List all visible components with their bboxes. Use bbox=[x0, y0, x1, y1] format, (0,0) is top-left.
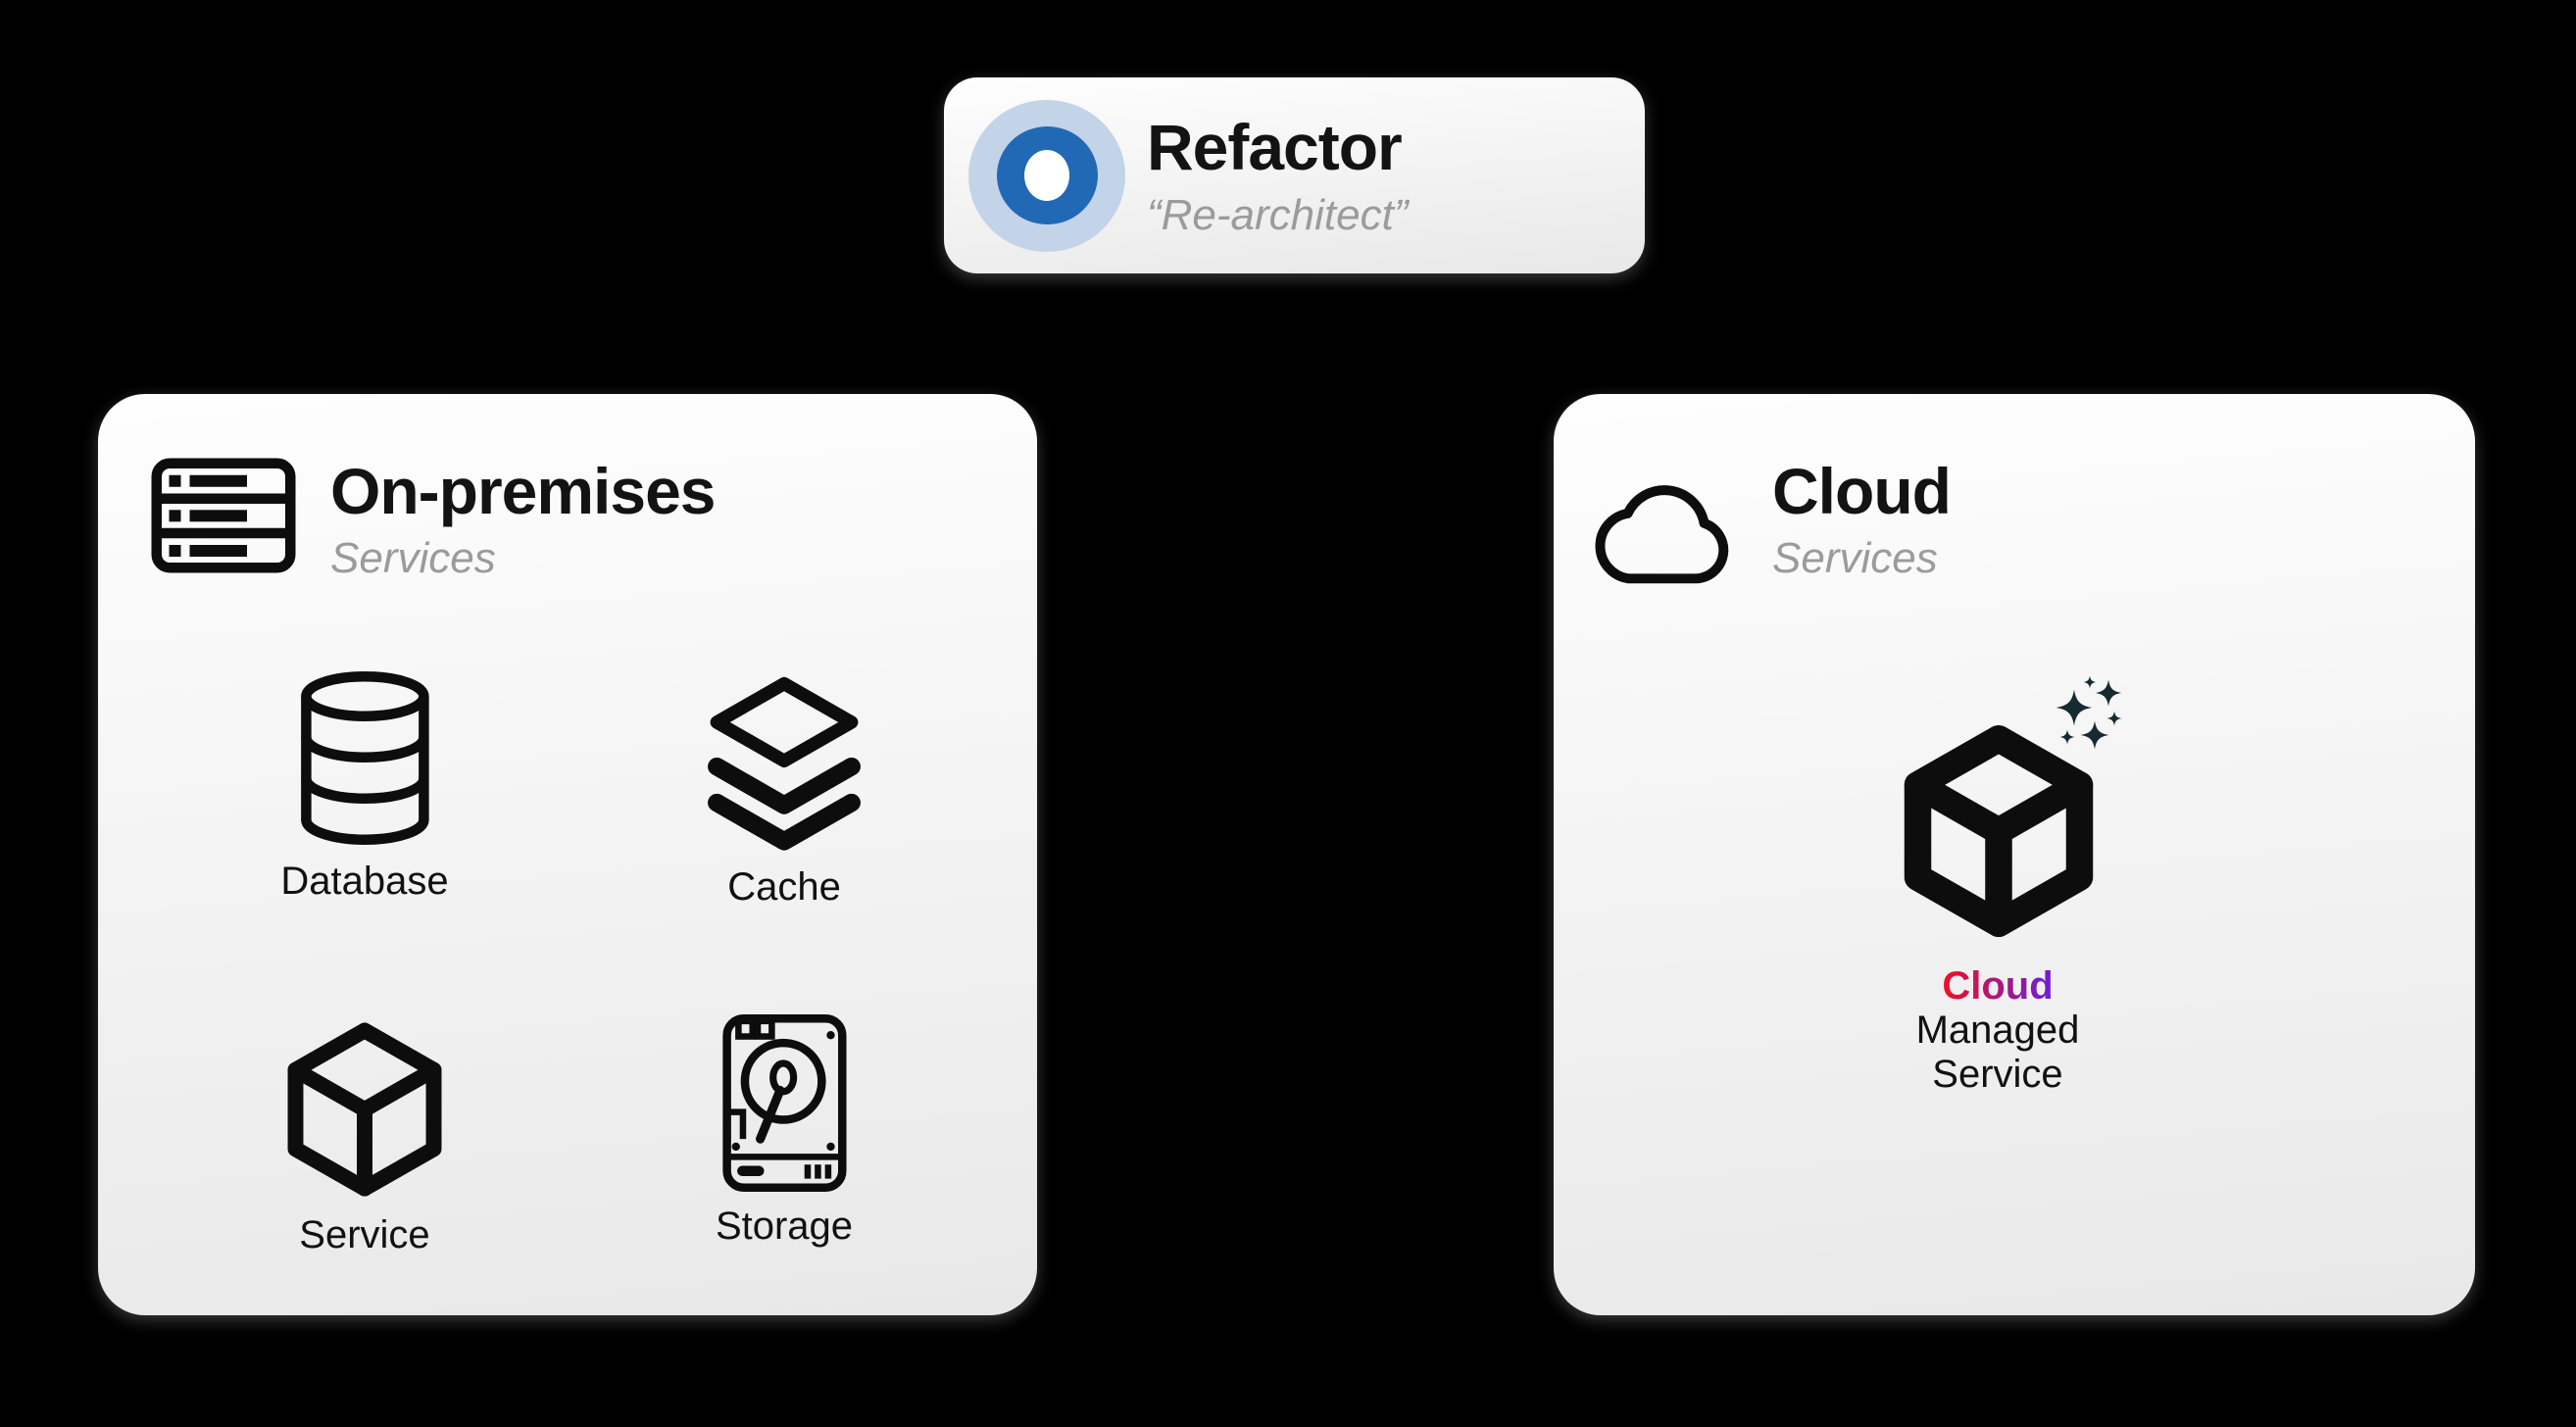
server-rack-icon bbox=[151, 458, 296, 573]
refactor-text-block: Refactor “Re-architect” bbox=[1147, 111, 1409, 239]
cloud-text-block: Cloud Services bbox=[1772, 455, 1952, 583]
refactor-subtitle: “Re-architect” bbox=[1147, 190, 1409, 239]
target-icon-center bbox=[1024, 150, 1069, 201]
refactor-title: Refactor bbox=[1147, 111, 1403, 184]
managed-service-label-line-managed: Managed bbox=[1915, 1009, 2080, 1052]
hard-drive-icon bbox=[721, 1013, 847, 1193]
cube-icon bbox=[287, 1022, 442, 1197]
on-premises-card: On-premises Services Database Cache bbox=[98, 394, 1037, 1315]
managed-service-label-line-service: Service bbox=[1932, 1053, 2063, 1096]
cloud-subtitle: Services bbox=[1772, 534, 1938, 583]
on-premises-header: On-premises Services bbox=[150, 451, 716, 583]
target-icon bbox=[968, 99, 1125, 252]
service-item-service: Service bbox=[282, 1017, 447, 1256]
sparkles-icon bbox=[2056, 675, 2122, 750]
on-premises-subtitle: Services bbox=[330, 534, 496, 583]
target-icon-middle-ring bbox=[996, 126, 1098, 224]
cube-sparkles-icon bbox=[1904, 724, 2094, 938]
storage-label: Storage bbox=[715, 1205, 854, 1248]
service-item-database: Database bbox=[280, 668, 449, 903]
cache-layers-icon bbox=[708, 676, 861, 851]
cloud-managed-service-item: Cloud Managed Service bbox=[1851, 675, 2145, 1184]
refactor-card: Refactor “Re-architect” bbox=[944, 77, 1645, 273]
on-premises-title: On-premises bbox=[330, 455, 716, 527]
cloud-managed-service-label: Cloud Managed Service bbox=[1851, 964, 2145, 1097]
service-item-cache: Cache bbox=[702, 676, 867, 909]
managed-service-label-line-cloud: Cloud bbox=[1942, 964, 2054, 1008]
cloud-card: Cloud Services Cloud M bbox=[1554, 394, 2475, 1315]
cloud-title: Cloud bbox=[1772, 455, 1952, 527]
service-label: Service bbox=[299, 1213, 430, 1256]
cache-label: Cache bbox=[727, 865, 841, 909]
cloud-icon bbox=[1595, 485, 1729, 584]
on-premises-text-block: On-premises Services bbox=[330, 455, 716, 583]
cloud-header: Cloud Services bbox=[1588, 451, 1952, 589]
database-label: Database bbox=[280, 860, 449, 903]
service-item-storage: Storage bbox=[716, 1013, 853, 1248]
database-icon bbox=[300, 671, 429, 845]
